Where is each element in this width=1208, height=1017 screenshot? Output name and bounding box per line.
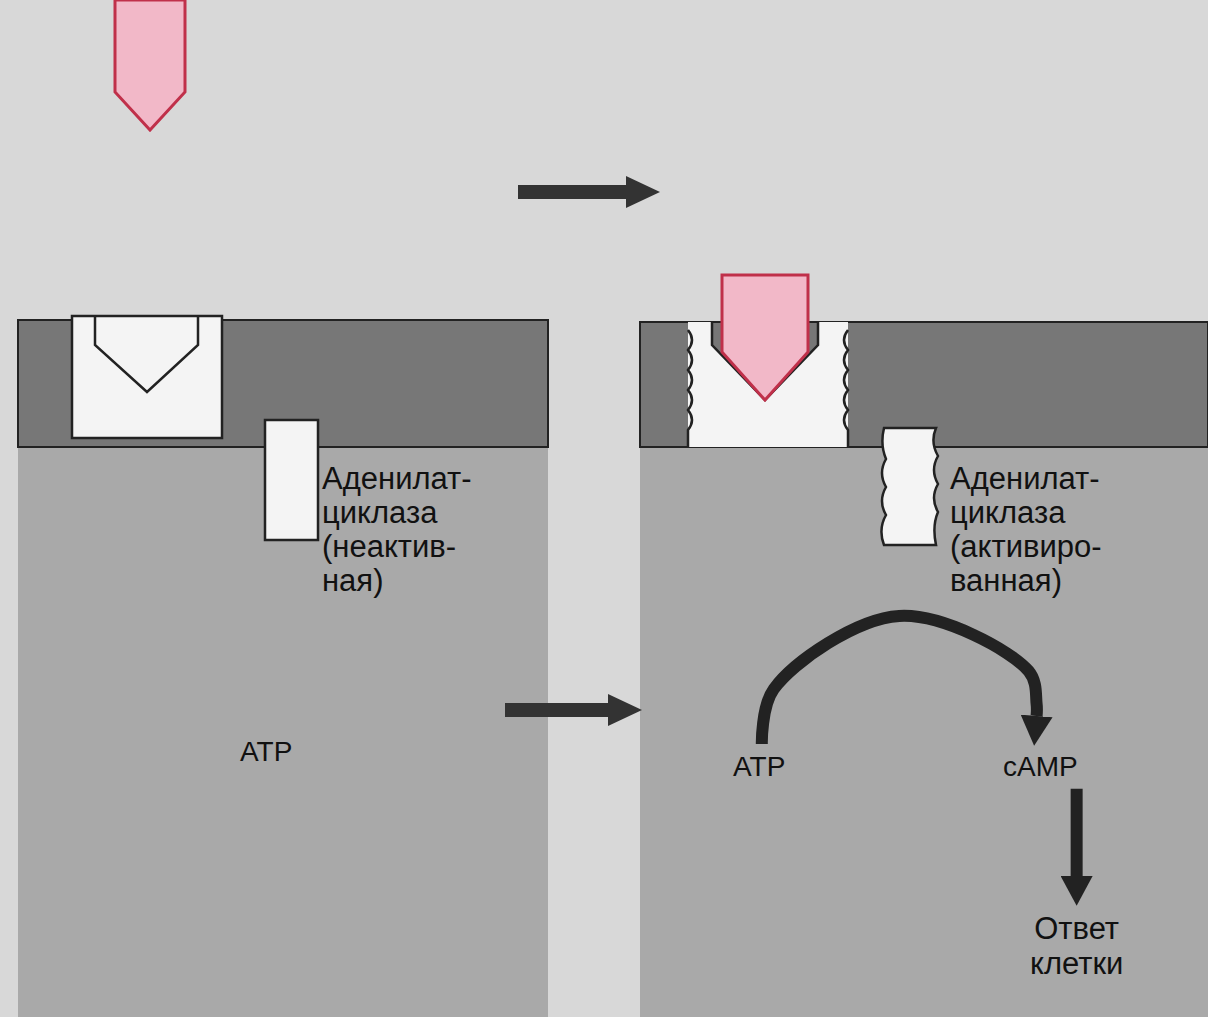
node-text: Аденилат- циклаза (неактив- ная) bbox=[322, 462, 472, 598]
transition-arrow bbox=[608, 694, 642, 726]
node-text: Ответ клетки bbox=[1030, 912, 1123, 981]
transition-arrow bbox=[626, 176, 660, 208]
enzyme-label: Аденилат- циклаза (активиро- ванная) bbox=[950, 462, 1102, 598]
transition-arrow bbox=[518, 185, 628, 199]
receptor-site bbox=[95, 316, 198, 392]
receptor-wall bbox=[844, 330, 848, 447]
molecule-node: Ответ клетки bbox=[1030, 912, 1123, 981]
reaction-arrow bbox=[1071, 789, 1083, 876]
receptor bbox=[72, 316, 222, 438]
adenylate-cyclase bbox=[265, 420, 318, 540]
reaction-arrow bbox=[762, 616, 1037, 744]
molecule-node: ATP bbox=[733, 752, 785, 783]
node-text: ATP bbox=[733, 752, 785, 783]
molecule-node: cAMP bbox=[1003, 752, 1078, 783]
node-text: Аденилат- циклаза (активиро- ванная) bbox=[950, 462, 1102, 598]
hormone bbox=[115, 0, 185, 130]
hormone bbox=[722, 275, 808, 400]
node-text: cAMP bbox=[1003, 752, 1078, 783]
adenylate-cyclase bbox=[881, 428, 938, 545]
molecule-label: ATP bbox=[240, 737, 292, 768]
receptor-wall bbox=[688, 330, 692, 447]
enzyme-label: Аденилат- циклаза (неактив- ная) bbox=[322, 462, 472, 598]
transition-arrow bbox=[505, 703, 610, 717]
